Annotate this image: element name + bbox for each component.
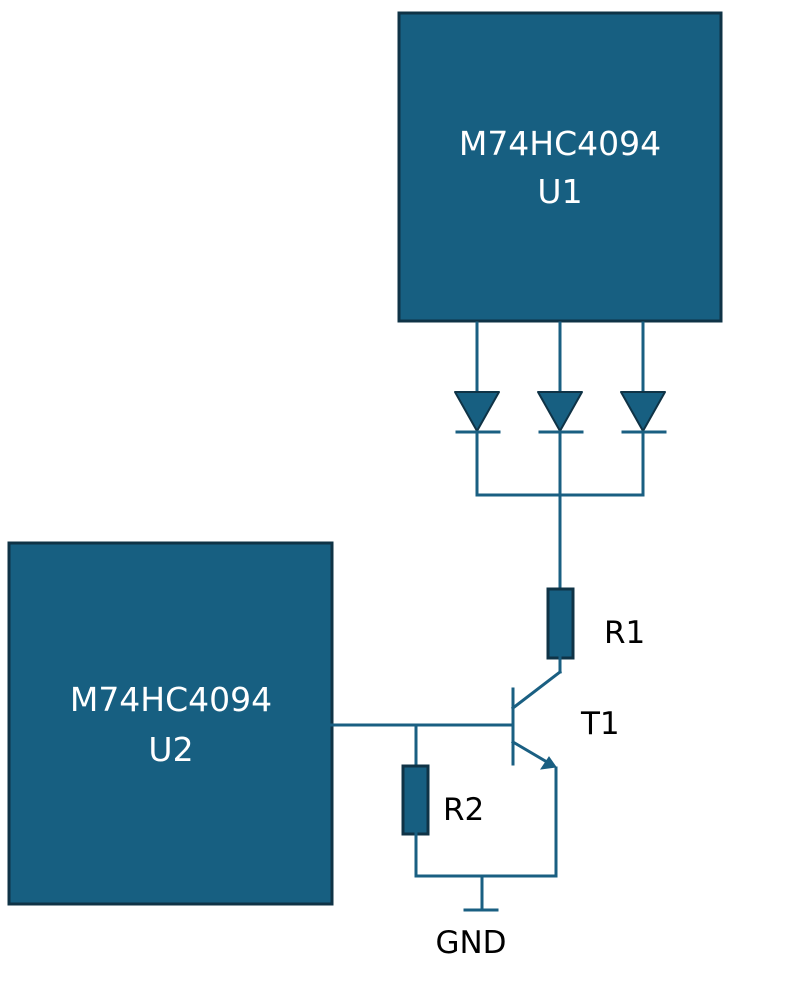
resistor-r1-body	[546, 587, 575, 660]
chip-u1-body	[397, 11, 723, 323]
resistor-r1-label: R1	[604, 615, 645, 651]
transistor-t1-collector	[510, 669, 563, 711]
chip-u2-part: M74HC4094	[70, 680, 272, 719]
resistor-r1: R1	[546, 587, 645, 660]
diode-common-bus	[475, 430, 645, 591]
transistor-t1-emitter-arrow	[539, 756, 557, 770]
u1-output-wires	[475, 321, 645, 394]
resistor-r2-label: R2	[443, 792, 484, 828]
transistor-t1-emitter	[510, 739, 550, 765]
diode-3	[620, 391, 667, 434]
transistor-t1: T1	[510, 669, 620, 770]
diode-1	[454, 391, 501, 434]
chip-u2-ref: U2	[148, 730, 193, 769]
chip-u1: M74HC4094 U1	[397, 11, 723, 323]
chip-u2-body	[7, 541, 334, 906]
ground-label: GND	[435, 925, 506, 961]
transistor-t1-label: T1	[580, 706, 620, 742]
chip-u1-ref: U1	[537, 172, 582, 211]
diode-2	[537, 391, 584, 434]
chip-u2: M74HC4094 U2	[7, 541, 334, 906]
resistor-r2: R2	[401, 764, 484, 836]
resistor-r2-body	[401, 764, 430, 836]
ground-symbol: GND	[435, 874, 507, 961]
chip-u1-part: M74HC4094	[459, 124, 661, 163]
